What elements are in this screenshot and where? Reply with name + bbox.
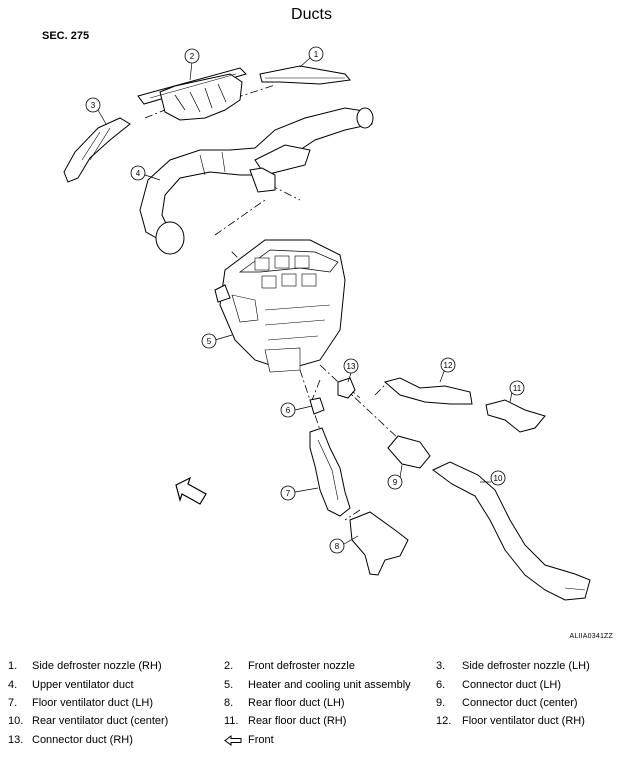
legend-label: Connector duct (LH) <box>462 679 562 691</box>
legend-label: Upper ventilator duct <box>32 679 134 691</box>
connector-duct-rh <box>337 377 356 399</box>
legend-num: 11. <box>224 715 239 727</box>
rear-floor-duct-lh <box>349 511 409 576</box>
callout-11: 11 <box>513 384 522 393</box>
legend-label: Rear ventilator duct (center) <box>32 715 169 727</box>
floor-ventilator-duct-lh <box>309 427 351 517</box>
legend-num: 12. <box>436 715 452 727</box>
callout-1: 1 <box>314 50 319 59</box>
callout-4: 4 <box>136 169 141 178</box>
callout-circles <box>85 46 525 554</box>
callout-8: 8 <box>335 542 340 551</box>
callout-numbers: 1 2 3 4 5 6 7 8 9 10 11 12 13 <box>91 50 522 551</box>
legend-num: 6. <box>436 679 446 691</box>
legend-label: Rear floor duct (LH) <box>248 697 345 709</box>
front-defroster-nozzle <box>137 67 247 121</box>
exploded-duct-diagram: 1 2 3 4 5 6 7 8 9 10 11 12 13 <box>63 46 591 601</box>
connector-duct-center <box>387 435 431 469</box>
legend-label: Side defroster nozzle (RH) <box>32 660 162 672</box>
legend-num: 1. <box>8 660 18 672</box>
parts-legend: 1. Side defroster nozzle (RH) 2. Front d… <box>0 660 623 758</box>
legend-num: 13. <box>8 734 24 746</box>
legend-num: 9. <box>436 697 446 709</box>
callout-5: 5 <box>207 337 212 346</box>
callout-9: 9 <box>393 478 398 487</box>
callout-13: 13 <box>347 362 356 371</box>
legend-label: Connector duct (RH) <box>32 734 133 746</box>
callout-6: 6 <box>286 406 291 415</box>
legend-num: 4. <box>8 679 18 691</box>
callout-2: 2 <box>190 52 195 61</box>
rear-ventilator-duct-center <box>432 461 591 601</box>
page-title: Ducts <box>291 6 332 23</box>
side-defroster-nozzle-lh <box>63 117 131 183</box>
callout-12: 12 <box>444 361 453 370</box>
legend-label: Rear floor duct (RH) <box>248 715 347 727</box>
legend-num: 7. <box>8 697 18 709</box>
upper-ventilator-duct <box>139 107 374 255</box>
callout-10: 10 <box>494 474 503 483</box>
front-arrow-icon <box>224 735 242 746</box>
legend-num: 10. <box>8 715 24 727</box>
legend-label: Front defroster nozzle <box>248 660 355 672</box>
legend-label: Front <box>248 734 274 746</box>
figure-id: ALIIA0341ZZ <box>569 633 613 640</box>
legend-label: Floor ventilator duct (RH) <box>462 715 585 727</box>
floor-ventilator-duct-rh <box>383 377 473 405</box>
side-defroster-nozzle-rh <box>259 65 351 85</box>
front-arrow-icon <box>175 476 207 505</box>
heater-cooling-unit <box>214 239 346 373</box>
legend-label: Connector duct (center) <box>462 697 578 709</box>
callout-7: 7 <box>286 489 291 498</box>
connector-duct-lh <box>309 397 325 415</box>
section-label: SEC. 275 <box>42 30 90 42</box>
legend-num: 2. <box>224 660 234 672</box>
rear-floor-duct-rh <box>485 399 546 433</box>
legend-label: Side defroster nozzle (LH) <box>462 660 590 672</box>
legend-num: 8. <box>224 697 234 709</box>
callout-3: 3 <box>91 101 96 110</box>
legend-num: 3. <box>436 660 446 672</box>
legend-label: Heater and cooling unit assembly <box>248 679 411 691</box>
legend-label: Floor ventilator duct (LH) <box>32 697 154 709</box>
legend-num: 5. <box>224 679 234 691</box>
